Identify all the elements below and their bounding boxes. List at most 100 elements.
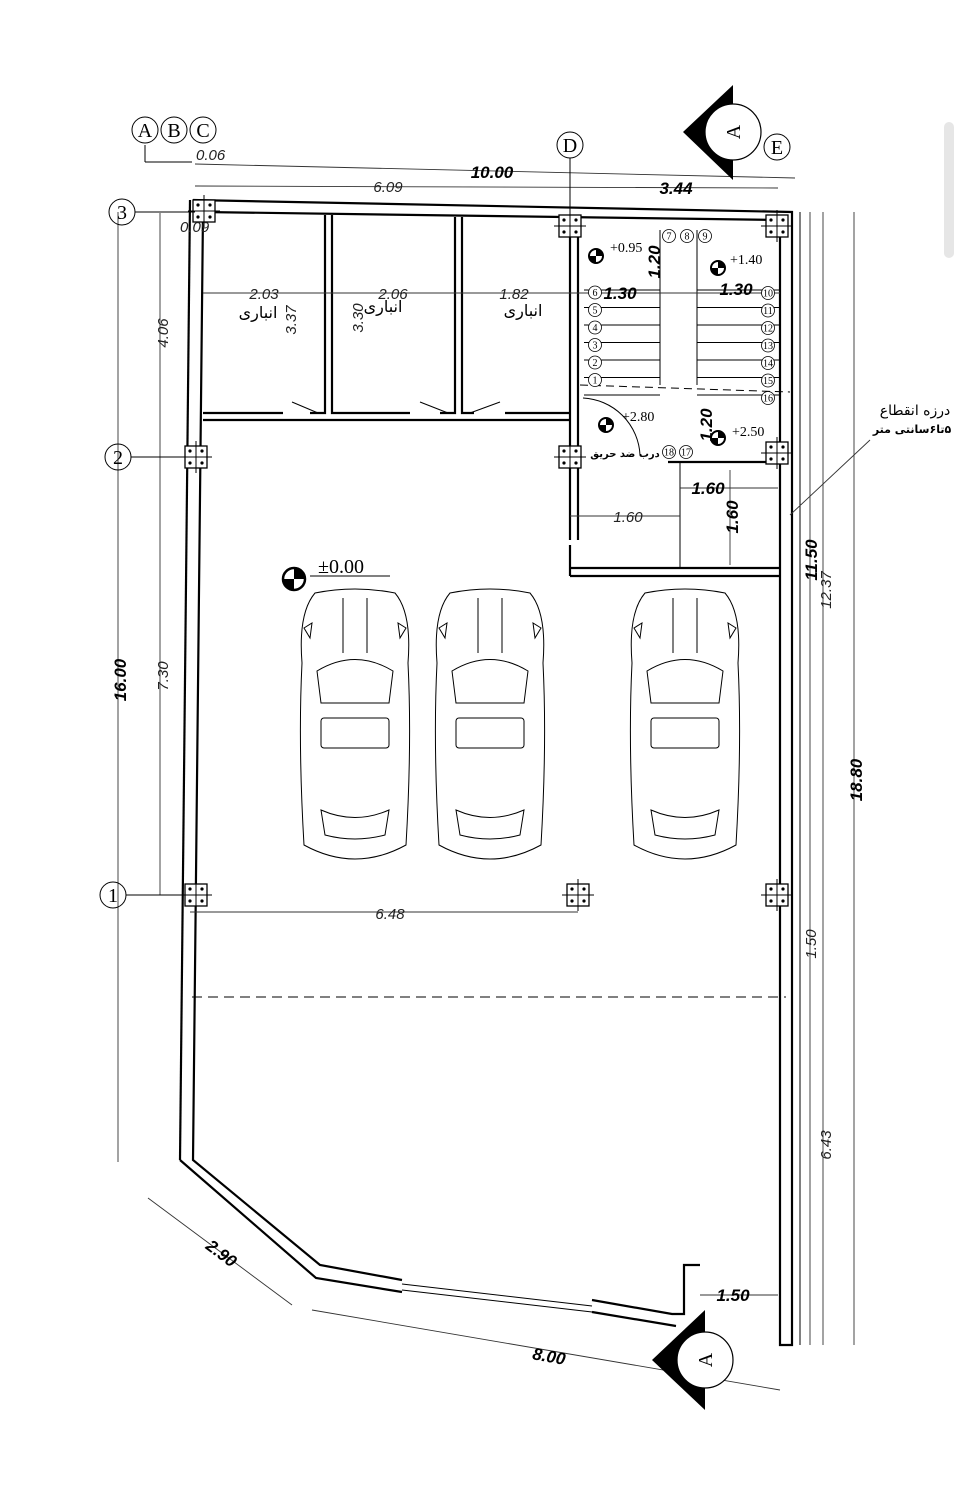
grid-bubble-c: C [189,116,217,144]
dim-1-50-right: 1.50 [803,929,820,959]
step-number: 12 [761,321,775,335]
level-marker-140: +1.40 [710,253,762,276]
column [761,210,793,242]
step-number: 5 [588,303,602,317]
svg-text:17: 17 [681,448,691,459]
dim-0-09: 0.09 [180,219,210,236]
step-number: 6 [588,285,602,300]
dim-8-00: 8.00 [531,1344,567,1369]
dim-1-50-gate: 1.50 [716,1286,750,1305]
step-number: 4 [588,320,602,335]
fire-door-label: درب ضد حریق [590,449,660,460]
column [562,879,594,911]
dim-3-30: 3.30 [350,303,367,333]
svg-text:+2.80: +2.80 [622,410,654,425]
dim-2-06: 2.06 [377,286,408,303]
step-number: 14 [761,356,775,370]
step-number: 9 [698,229,712,243]
svg-text:1: 1 [593,376,598,387]
dim-12-37: 12.37 [818,571,835,609]
expansion-joint-sublabel: ۵تا۶سانتی متر [872,423,952,436]
column [554,441,586,473]
section-mark-top: A [683,85,762,180]
step-number: 13 [761,338,775,353]
step-number: 15 [761,373,775,388]
dim-4-06: 4.06 [155,318,172,348]
svg-text:5: 5 [593,306,598,317]
svg-text:15: 15 [763,376,773,387]
dim-2-90: 2.90 [202,1235,241,1271]
grid-bubble-2: 2 [104,443,195,471]
car [434,588,546,860]
svg-text:18: 18 [664,448,674,459]
step-number: 1 [588,373,602,387]
dim-16-00: 16.00 [111,658,130,701]
dim-6-43: 6.43 [818,1130,835,1160]
step-number: 10 [761,286,775,300]
grid-bubbles: A B C D E 3 2 1 [99,116,791,909]
grid-bubble-a: A [131,116,159,144]
svg-text:A: A [138,120,153,142]
grid-bubble-e: E [763,133,791,161]
storage-label-3: انباری [504,301,543,321]
column [761,437,793,469]
dim-2-03: 2.03 [248,286,279,303]
svg-text:6: 6 [593,288,598,299]
storage-label-1: انباری [239,303,278,323]
expansion-joint-label: درزه انقطاع [880,403,951,419]
step-number: 8 [680,229,694,243]
level-marker-280: +2.80 [598,410,654,433]
svg-text:+2.50: +2.50 [732,425,764,440]
grid-bubble-b: B [160,116,188,144]
level-marker-000: ±0.00 [281,556,390,592]
step-number: 16 [761,391,775,405]
cars [299,588,741,860]
dim-6-09: 6.09 [373,179,403,196]
svg-text:±0.00: ±0.00 [318,556,364,578]
column [761,879,793,911]
level-marker-250: +2.50 [710,425,764,446]
step-number: 2 [588,355,602,370]
room-labels: انباری انباری انباری درب ضد حریق درزه ان… [239,297,952,460]
dim-3-37: 3.37 [283,305,300,335]
dim-1-60-lobby: 1.60 [613,509,643,526]
grid-bubble-1: 1 [99,881,195,909]
dim-1-30-right: 1.30 [719,280,753,299]
svg-text:C: C [196,120,209,142]
column [188,195,220,227]
step-number: 18 [662,445,676,459]
storage-label-2: انباری [364,297,403,317]
svg-text:13: 13 [763,341,773,352]
dim-0-06: 0.06 [196,147,226,164]
storage-rooms [203,215,580,540]
dim-1-60-upper: 1.60 [691,479,725,498]
stair-core [568,230,791,578]
scrollbar[interactable] [944,122,954,258]
svg-text:A: A [723,124,745,139]
step-number: 17 [679,445,693,459]
dim-1-20-bottom: 1.20 [697,408,716,442]
svg-text:3: 3 [117,202,127,224]
svg-text:E: E [771,137,783,159]
svg-text:14: 14 [763,359,773,370]
dim-10-00: 10.00 [471,163,514,182]
svg-text:2: 2 [593,358,598,369]
grid-bubble-d: D [556,131,584,215]
car [299,588,411,860]
step-number: 7 [662,229,676,243]
dim-1-82: 1.82 [499,286,529,303]
svg-text:8: 8 [685,232,690,243]
grid-bubble-3: 3 [108,198,195,226]
dim-6-48: 6.48 [375,906,405,923]
outer-walls [178,198,801,1347]
dim-1-20-top: 1.20 [645,245,664,279]
step-number: 3 [588,338,602,352]
svg-text:10: 10 [763,289,773,300]
svg-text:+0.95: +0.95 [610,241,642,256]
svg-text:11: 11 [763,306,773,317]
svg-text:9: 9 [703,232,708,243]
column [554,210,586,242]
step-number: 11 [761,303,775,318]
